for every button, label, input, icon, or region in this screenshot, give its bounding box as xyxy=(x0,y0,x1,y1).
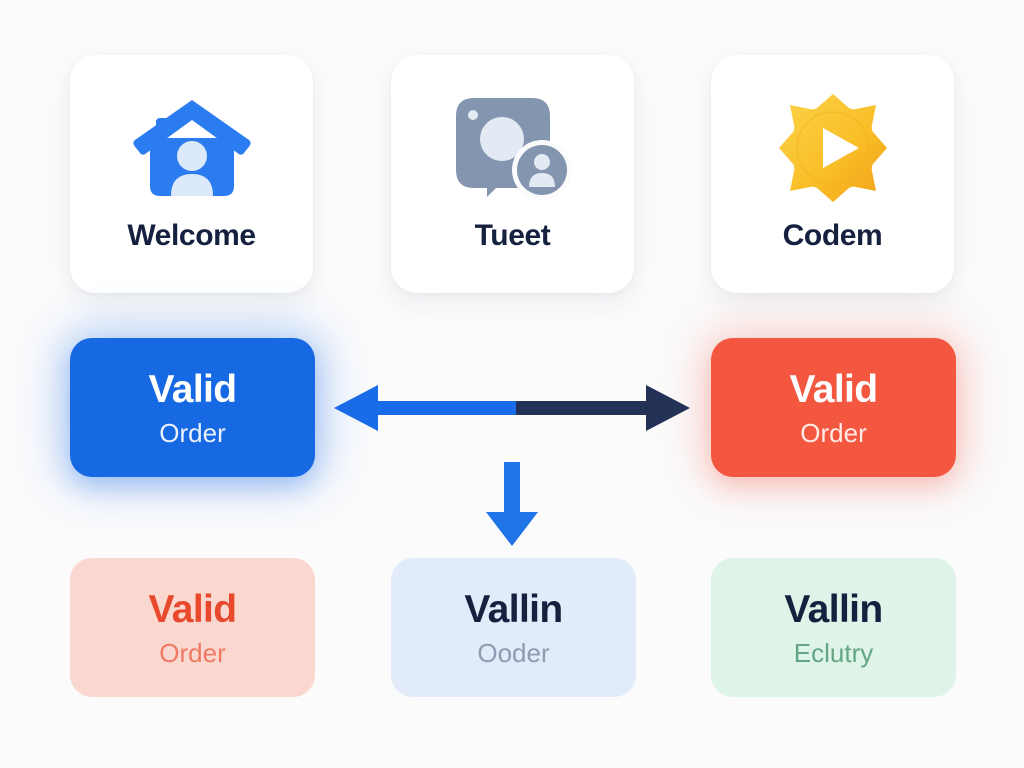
icon-card-codem[interactable]: Codem xyxy=(711,55,954,293)
status-card-subtitle: Order xyxy=(800,417,867,448)
status-card-subtitle: Order xyxy=(159,417,226,448)
tint-card-valid[interactable]: Valid Order xyxy=(70,558,315,697)
tint-card-subtitle: Eclutry xyxy=(793,637,874,668)
tint-card-subtitle: Order xyxy=(159,637,226,668)
icon-card-label: Tueet xyxy=(474,219,551,252)
down-arrow xyxy=(478,462,546,546)
arrow-left-half xyxy=(334,385,516,431)
icon-card-label: Welcome xyxy=(127,219,256,252)
tint-card-title: Vallin xyxy=(464,587,563,631)
status-card-title: Valid xyxy=(789,367,878,411)
icon-card-tueet[interactable]: Tueet xyxy=(391,55,634,293)
tint-card-subtitle: Ooder xyxy=(477,637,550,668)
icon-card-label: Codem xyxy=(782,219,883,252)
arrow-right-half xyxy=(516,385,690,431)
tint-card-title: Valid xyxy=(148,587,237,631)
house-person-icon xyxy=(130,93,254,203)
starburst-play-icon xyxy=(771,93,895,203)
status-card-valid-blue[interactable]: Valid Order xyxy=(70,338,315,477)
tint-card-title: Vallin xyxy=(784,587,883,631)
icon-card-welcome[interactable]: Welcome xyxy=(70,55,313,293)
status-card-valid-red[interactable]: Valid Order xyxy=(711,338,956,477)
tint-card-vallin-eclutry[interactable]: Vallin Eclutry xyxy=(711,558,956,697)
tint-card-vallin-ooder[interactable]: Vallin Ooder xyxy=(391,558,636,697)
status-card-title: Valid xyxy=(148,367,237,411)
double-headed-arrow xyxy=(334,380,690,436)
camera-profile-icon xyxy=(451,93,575,203)
